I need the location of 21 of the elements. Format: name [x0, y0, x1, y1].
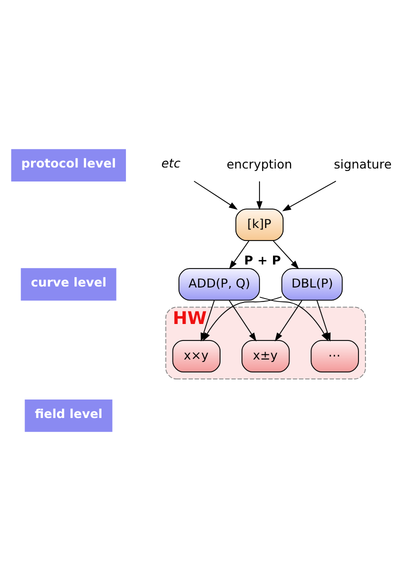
arrow	[282, 180, 336, 211]
node-box: field level	[24, 399, 112, 432]
node-box: DBL(P)	[281, 268, 343, 300]
arrow	[228, 300, 256, 341]
arrow	[194, 180, 238, 210]
node-box: x×y	[172, 339, 221, 372]
node-box: curve level	[20, 268, 116, 300]
arrow	[272, 240, 300, 269]
arrow	[256, 180, 263, 210]
node-text: etc	[161, 156, 180, 170]
node-box: ⋯	[310, 339, 359, 372]
node-text: signature	[334, 157, 392, 172]
arrow	[274, 300, 302, 341]
arrow	[229, 240, 250, 269]
node-box: [k]P	[235, 208, 284, 241]
node-box: protocol level	[11, 148, 126, 181]
node-label: P + P	[244, 252, 281, 267]
arrow	[202, 296, 282, 341]
node-box: x±y	[242, 339, 290, 372]
node-text: encryption	[226, 157, 292, 172]
node-box: ADD(P, Q)	[178, 268, 260, 300]
